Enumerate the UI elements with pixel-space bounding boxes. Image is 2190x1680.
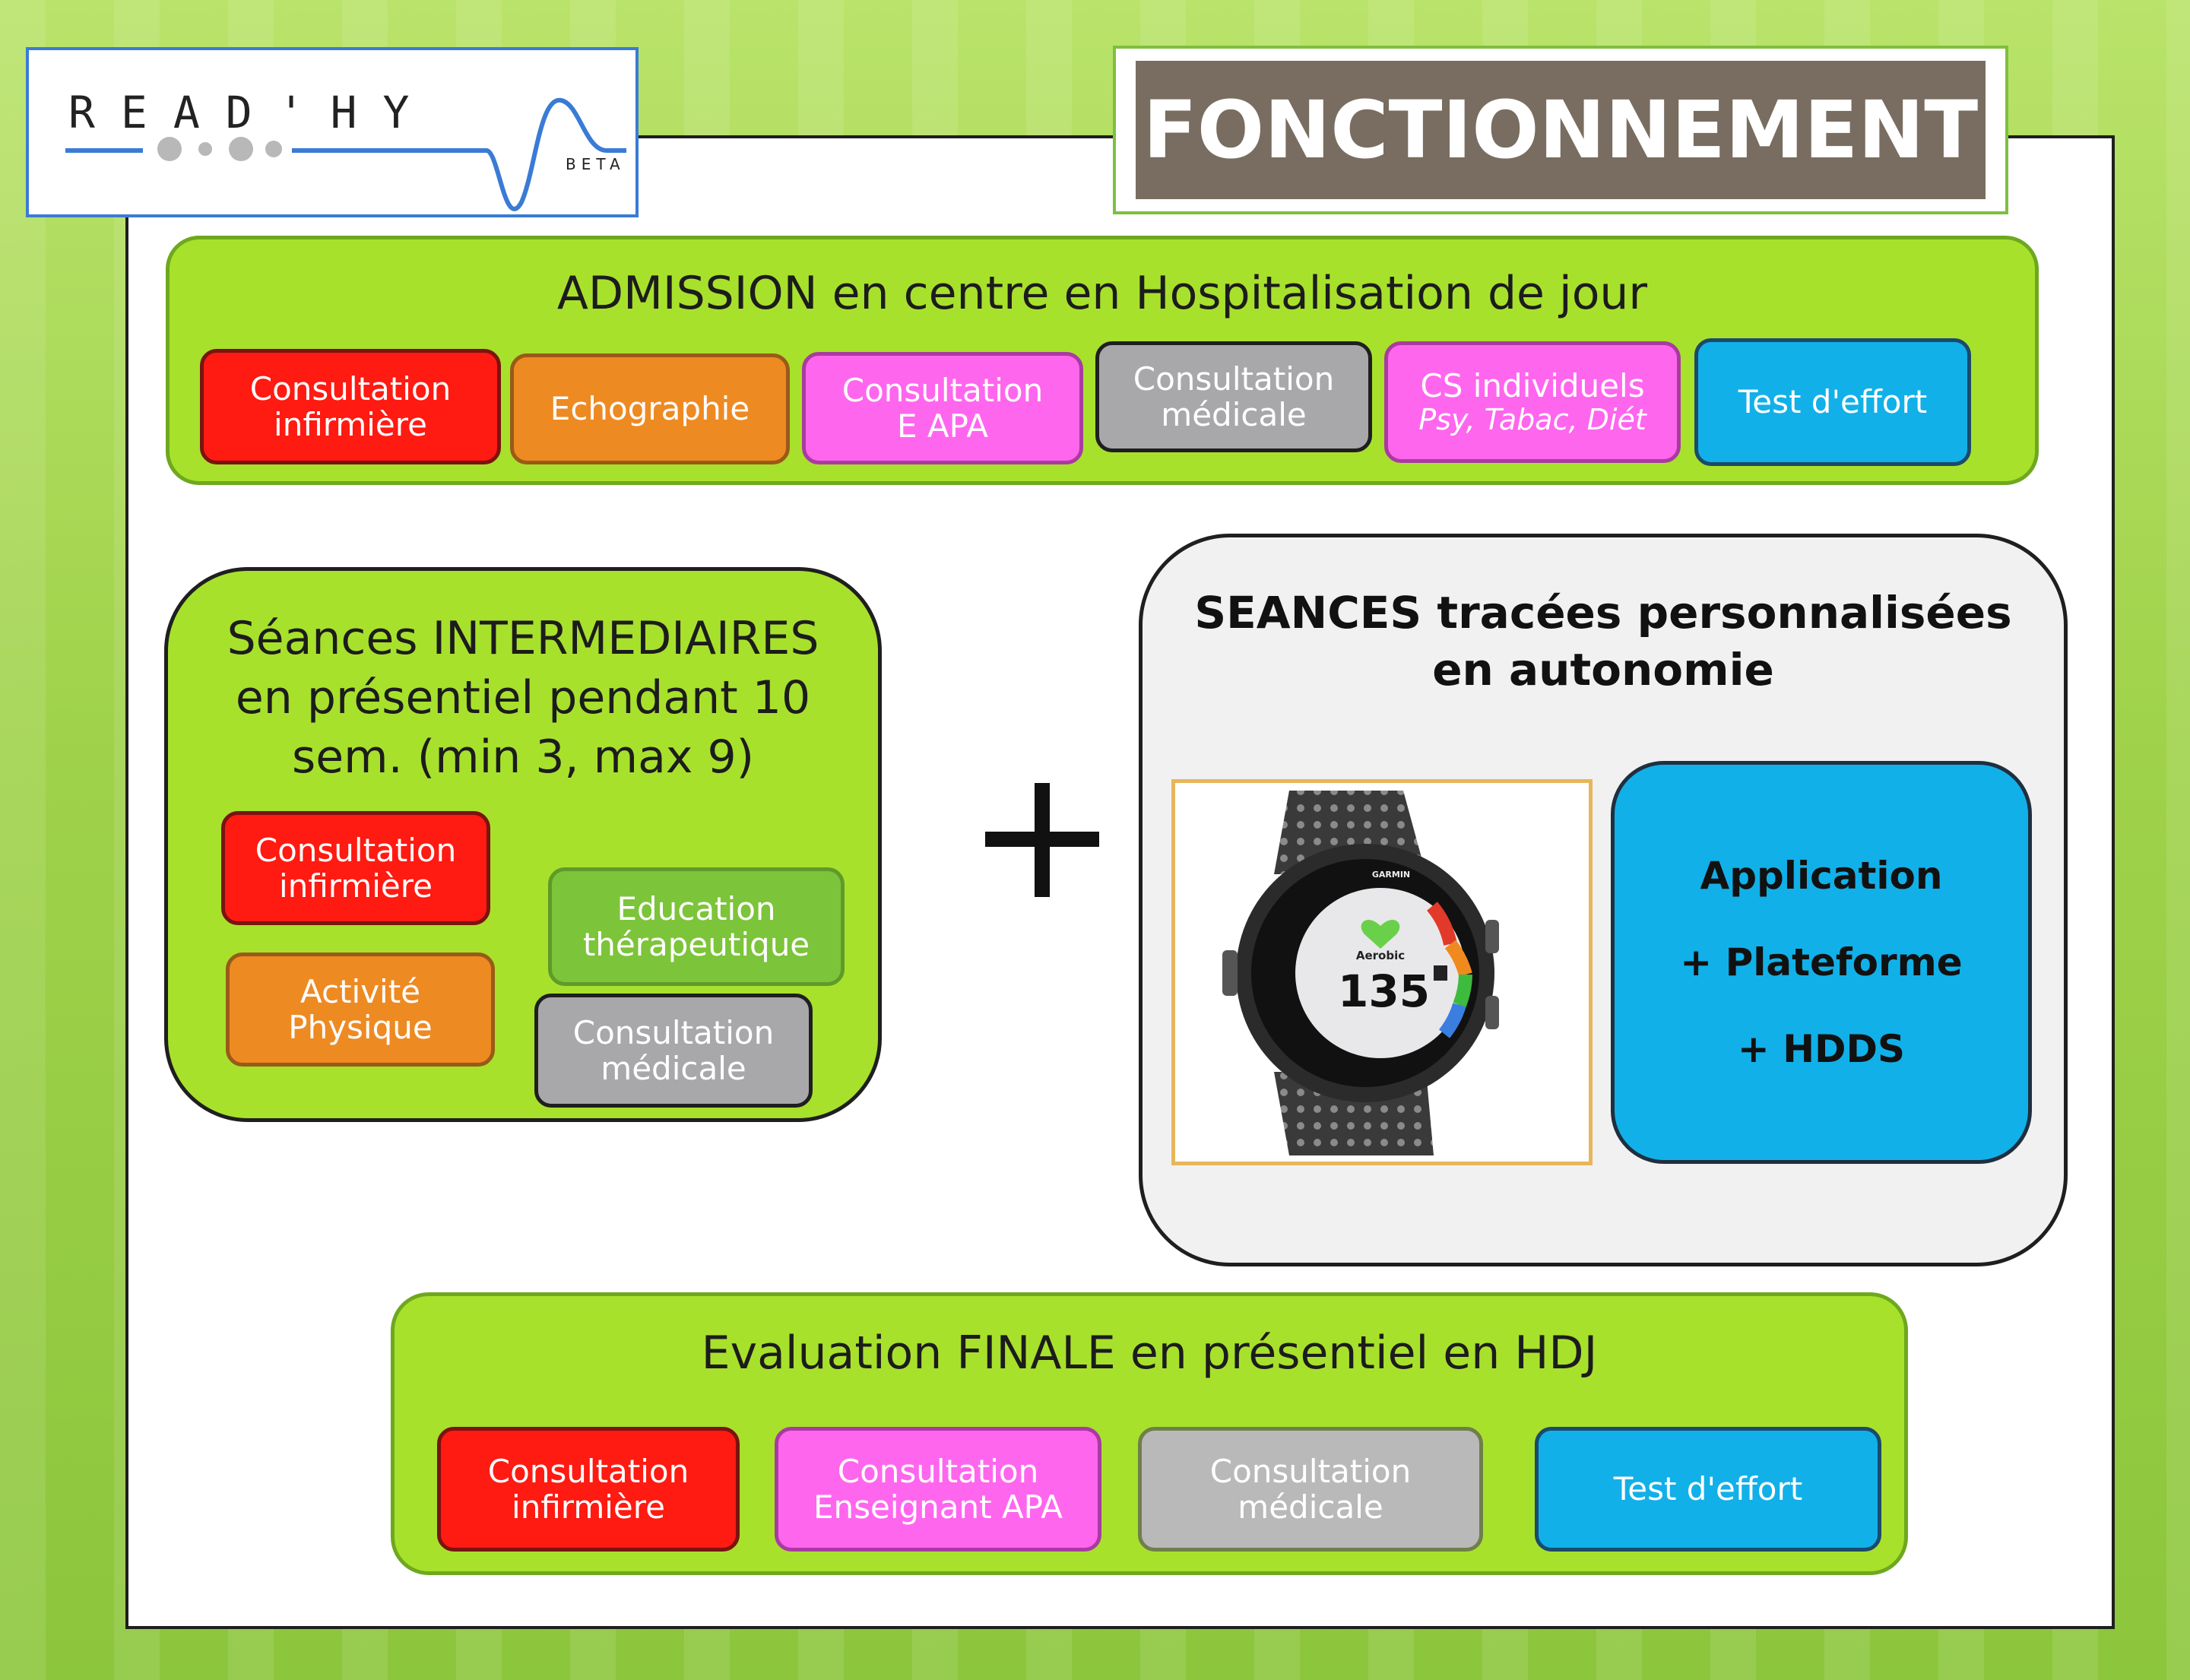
chip-label-line1: Consultation <box>255 831 457 869</box>
intermediate-chip-physical-activity: Activité Physique <box>226 953 495 1067</box>
intermediate-chip-medical-consultation: Consultation médicale <box>534 994 813 1108</box>
intermediate-title-line: en présentiel pendant 10 <box>235 671 811 724</box>
final-chip-apa-teacher-consultation: Consultation Enseignant APA <box>775 1427 1101 1552</box>
logo-pulse-icon <box>65 97 626 211</box>
admission-title: ADMISSION en centre en Hospitalisation d… <box>556 267 1648 320</box>
watch-heart-rate: 135 <box>1338 965 1431 1017</box>
chip-label-line1: Test d'effort <box>1613 1470 1803 1508</box>
final-panel: Evaluation FINALE en présentiel en HDJ C… <box>391 1292 1908 1575</box>
app-line-hdds: + HDDS <box>1737 1027 1906 1071</box>
logo-text: READ'HY <box>68 87 436 138</box>
intermediate-chip-nurse-consultation: Consultation infirmière <box>221 811 490 925</box>
autonomy-title: SEANCES tracées personnalisées en autono… <box>1143 585 2064 699</box>
intermediate-title-line: sem. (min 3, max 9) <box>291 731 755 784</box>
app-platform-box: Application + Plateforme + HDDS <box>1611 761 2032 1164</box>
watch-brand: GARMIN <box>1371 870 1411 880</box>
chip-label-line2: Physique <box>288 1009 433 1046</box>
admission-chip-individual-cs: CS individuels Psy, Tabac, Diét <box>1384 341 1681 463</box>
chip-label-line1: Consultation <box>841 371 1044 409</box>
autonomy-title-line: SEANCES tracées personnalisées <box>1194 587 2012 639</box>
chip-label-line1: Consultation <box>837 1452 1039 1490</box>
autonomy-title-line: en autonomie <box>1432 644 1774 696</box>
sport-watch-icon <box>1222 791 1499 1155</box>
chip-label-line2: infirmière <box>512 1488 665 1526</box>
admission-chip-stress-test: Test d'effort <box>1694 338 1971 466</box>
intermediate-panel: Séances INTERMEDIAIRES en présentiel pen… <box>164 567 882 1122</box>
app-line-application: Application <box>1700 854 1943 898</box>
chip-label-line2: médicale <box>601 1050 746 1087</box>
chip-label-line1: Consultation <box>572 1013 775 1051</box>
watch-mode-label: Aerobic <box>1355 949 1406 962</box>
logo-beta-badge: BETA <box>566 155 626 173</box>
chip-label-line2: Enseignant APA <box>813 1488 1063 1526</box>
final-chip-stress-test: Test d'effort <box>1535 1427 1881 1552</box>
plus-icon <box>985 783 1099 897</box>
chip-label-line2: médicale <box>1161 396 1307 433</box>
chip-label-line1: Consultation <box>487 1452 689 1490</box>
chip-label-line1: Consultation <box>1209 1452 1412 1490</box>
chip-label-line2: Psy, Tabac, Diét <box>1418 403 1646 437</box>
chip-label-line1: Education <box>616 889 776 927</box>
admission-panel: ADMISSION en centre en Hospitalisation d… <box>166 236 2039 485</box>
autonomy-panel: SEANCES tracées personnalisées en autono… <box>1139 534 2068 1266</box>
chip-label-line2: infirmière <box>274 406 427 443</box>
chip-label-line2: E APA <box>897 407 988 445</box>
chip-label-line1: CS individuels <box>1420 367 1645 405</box>
app-line-platform: + Plateforme <box>1680 940 1963 984</box>
watch-image: GARMIN Aerobic 135 <box>1171 779 1593 1165</box>
page-title: FONCTIONNEMENT <box>1136 61 1986 199</box>
chip-label-line1: Test d'effort <box>1738 383 1928 421</box>
admission-chip-echography: Echographie <box>510 353 790 464</box>
chip-label-line1: Consultation <box>1133 360 1335 398</box>
chip-label-line1: Echographie <box>550 390 750 428</box>
final-chip-medical-consultation: Consultation médicale <box>1138 1427 1483 1552</box>
chip-label-line1: Consultation <box>249 369 452 407</box>
chip-label-line2: médicale <box>1238 1488 1383 1526</box>
admission-chip-nurse-consultation: Consultation infirmière <box>200 349 501 464</box>
title-box: FONCTIONNEMENT <box>1113 46 2008 214</box>
final-title: Evaluation FINALE en présentiel en HDJ <box>701 1327 1598 1380</box>
intermediate-title: Séances INTERMEDIAIRES en présentiel pen… <box>168 609 878 787</box>
final-chip-nurse-consultation: Consultation infirmière <box>437 1427 740 1552</box>
admission-chip-medical-consultation: Consultation médicale <box>1095 341 1372 452</box>
readhy-logo: READ'HY BETA <box>26 47 639 217</box>
chip-label-line1: Activité <box>300 972 421 1010</box>
chip-label-line2: infirmière <box>279 867 433 905</box>
intermediate-title-line: Séances INTERMEDIAIRES <box>227 612 819 665</box>
chip-label-line2: thérapeutique <box>582 926 810 963</box>
admission-chip-apa-consultation: Consultation E APA <box>802 352 1083 464</box>
intermediate-chip-therapeutic-education: Education thérapeutique <box>548 867 845 986</box>
